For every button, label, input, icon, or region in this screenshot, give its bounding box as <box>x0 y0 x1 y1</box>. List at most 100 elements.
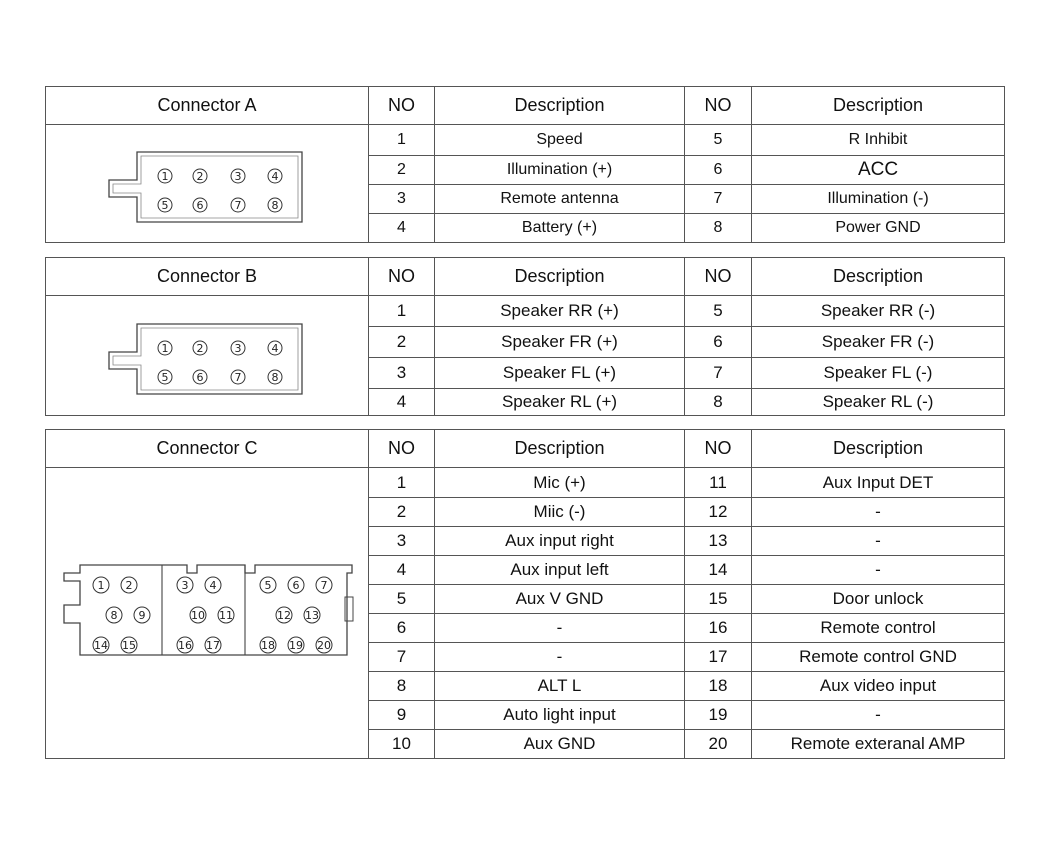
pin-8: 8 <box>267 197 283 212</box>
pin-no: 8 <box>368 671 435 701</box>
connector-c-table: Connector C NO Description NO Descriptio… <box>45 429 1005 759</box>
connector-b-table: Connector B NO Description NO Descriptio… <box>45 257 1005 416</box>
pin-16: 16 <box>176 636 194 654</box>
pin-no: 3 <box>368 357 435 389</box>
svg-text:14: 14 <box>94 639 108 652</box>
pin-5: 5 <box>157 197 173 212</box>
pin-description: Speaker RL (-) <box>751 388 1005 416</box>
connector-name: Connector A <box>45 86 369 125</box>
pin-19: 19 <box>287 636 305 654</box>
connector-c-diagram: 1 2 8 9 14 15 3 4 10 11 16 17 5 6 7 12 1… <box>63 564 354 656</box>
pin-no: 15 <box>684 584 752 614</box>
pin-description: Speaker FL (-) <box>751 357 1005 389</box>
no-header: NO <box>684 257 752 296</box>
pin-no: 16 <box>684 613 752 643</box>
pin-7: 7 <box>230 369 246 384</box>
pin-description: - <box>751 497 1005 527</box>
svg-text:16: 16 <box>178 639 192 652</box>
svg-text:6: 6 <box>293 579 300 592</box>
pin-description: Speaker RR (+) <box>434 295 685 327</box>
pin-no: 5 <box>368 584 435 614</box>
pin-2: 2 <box>120 576 138 594</box>
svg-text:5: 5 <box>162 199 169 212</box>
pin-15: 15 <box>120 636 138 654</box>
svg-text:18: 18 <box>261 639 275 652</box>
pin-18: 18 <box>259 636 277 654</box>
pin-9: 9 <box>133 606 151 624</box>
pin-11: 11 <box>217 606 235 624</box>
pin-description: - <box>751 555 1005 585</box>
svg-text:6: 6 <box>197 371 204 384</box>
pin-7: 7 <box>230 197 246 212</box>
pin-no: 18 <box>684 671 752 701</box>
pin-12: 12 <box>275 606 293 624</box>
svg-text:5: 5 <box>265 579 272 592</box>
pin-description: Aux video input <box>751 671 1005 701</box>
pin-description: Remote exteranal AMP <box>751 729 1005 759</box>
svg-text:20: 20 <box>317 639 331 652</box>
connector-a-table: Connector A NO Description NO Descriptio… <box>45 86 1005 243</box>
svg-text:3: 3 <box>235 170 242 183</box>
pin-description: Door unlock <box>751 584 1005 614</box>
description-header: Description <box>434 86 685 125</box>
pin-description: Auto light input <box>434 700 685 730</box>
pin-4: 4 <box>267 168 283 183</box>
pin-4: 4 <box>267 340 283 355</box>
connector-name: Connector C <box>45 429 369 468</box>
pin-description: Aux GND <box>434 729 685 759</box>
pin-no: 1 <box>368 295 435 327</box>
pin-description: Illumination (+) <box>434 155 685 185</box>
pin-no: 4 <box>368 213 435 243</box>
pin-no: 3 <box>368 184 435 214</box>
pin-8: 8 <box>105 606 123 624</box>
pin-no: 10 <box>368 729 435 759</box>
pin-no: 2 <box>368 497 435 527</box>
svg-text:19: 19 <box>289 639 303 652</box>
pin-no: 12 <box>684 497 752 527</box>
pin-2: 2 <box>192 168 208 183</box>
pin-no: 4 <box>368 388 435 416</box>
pin-13: 13 <box>303 606 321 624</box>
pin-description: Remote control GND <box>751 642 1005 672</box>
pin-description: - <box>751 526 1005 556</box>
pin-no: 11 <box>684 467 752 498</box>
pin-no: 5 <box>684 295 752 327</box>
pin-6: 6 <box>192 369 208 384</box>
pin-description: Speaker RL (+) <box>434 388 685 416</box>
svg-text:3: 3 <box>182 579 189 592</box>
pin-3: 3 <box>176 576 194 594</box>
svg-text:10: 10 <box>191 609 205 622</box>
svg-text:8: 8 <box>111 609 118 622</box>
pin-1: 1 <box>157 168 173 183</box>
pin-10: 10 <box>189 606 207 624</box>
no-header: NO <box>684 86 752 125</box>
pin-no: 8 <box>684 213 752 243</box>
pin-no: 2 <box>368 326 435 358</box>
pin-5: 5 <box>259 576 277 594</box>
pin-no: 8 <box>684 388 752 416</box>
svg-text:5: 5 <box>162 371 169 384</box>
pin-1: 1 <box>157 340 173 355</box>
description-header: Description <box>434 257 685 296</box>
pin-2: 2 <box>192 340 208 355</box>
pin-5: 5 <box>157 369 173 384</box>
svg-text:8: 8 <box>272 199 279 212</box>
connector-diagram-cell: 1 2 8 9 14 15 3 4 10 11 16 17 5 6 7 12 1… <box>45 467 369 759</box>
svg-text:9: 9 <box>139 609 146 622</box>
pin-description: ACC <box>751 155 1005 185</box>
pin-description: Remote antenna <box>434 184 685 214</box>
pin-no: 6 <box>368 613 435 643</box>
pin-6: 6 <box>192 197 208 212</box>
pin-no: 1 <box>368 467 435 498</box>
svg-text:2: 2 <box>197 170 204 183</box>
pin-no: 9 <box>368 700 435 730</box>
pin-no: 4 <box>368 555 435 585</box>
pin-no: 7 <box>368 642 435 672</box>
pin-description: ALT L <box>434 671 685 701</box>
no-header: NO <box>684 429 752 468</box>
svg-text:2: 2 <box>126 579 133 592</box>
pin-no: 6 <box>684 155 752 185</box>
pin-description: Aux input left <box>434 555 685 585</box>
description-header: Description <box>751 429 1005 468</box>
pin-description: Battery (+) <box>434 213 685 243</box>
